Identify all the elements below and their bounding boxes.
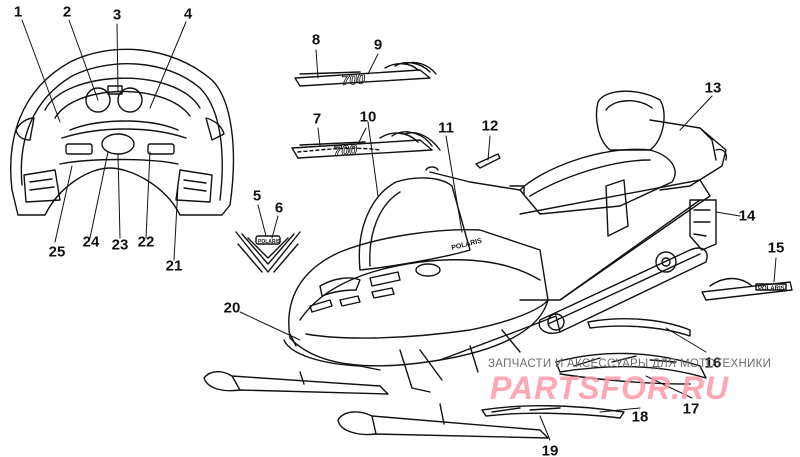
brand-decal-text-side: POLARIS [758, 286, 785, 292]
model-decal-text-lower: 700 [333, 141, 358, 159]
callout-10: 10 [359, 108, 377, 126]
callout-23: 23 [111, 236, 129, 254]
callout-16: 16 [704, 354, 722, 372]
front-v-decal-drawing [235, 231, 301, 273]
callout-3: 3 [112, 6, 122, 24]
callout-8: 8 [311, 31, 321, 49]
side-decal-15-drawing [701, 277, 793, 301]
callout-2: 2 [62, 3, 72, 21]
model-decals-drawing [291, 61, 441, 159]
callout-21: 21 [165, 257, 183, 275]
callout-11: 11 [438, 119, 454, 137]
callout-6: 6 [274, 199, 284, 217]
callout-22: 22 [137, 233, 155, 251]
callout-7: 7 [312, 110, 322, 128]
callout-12: 12 [481, 117, 499, 135]
callout-5: 5 [252, 187, 262, 205]
model-decal-text-upper: 700 [341, 70, 366, 88]
callout-20: 20 [223, 299, 241, 317]
callout-9: 9 [373, 36, 383, 54]
callout-4: 4 [183, 5, 193, 23]
callout-14: 14 [738, 207, 756, 225]
side-decals-drawing [481, 318, 707, 419]
brand-decal-text-front: POLARIS [258, 239, 281, 245]
callout-19: 19 [541, 442, 559, 457]
callout-17: 17 [682, 400, 700, 418]
callout-1: 1 [13, 3, 23, 21]
callout-25: 25 [48, 243, 66, 261]
snowmobile-drawing [203, 90, 728, 439]
callout-15: 15 [767, 239, 785, 257]
callout-18: 18 [631, 408, 649, 426]
dash-detail-drawing [10, 48, 235, 216]
callout-24: 24 [82, 233, 100, 251]
callout-13: 13 [704, 79, 722, 97]
